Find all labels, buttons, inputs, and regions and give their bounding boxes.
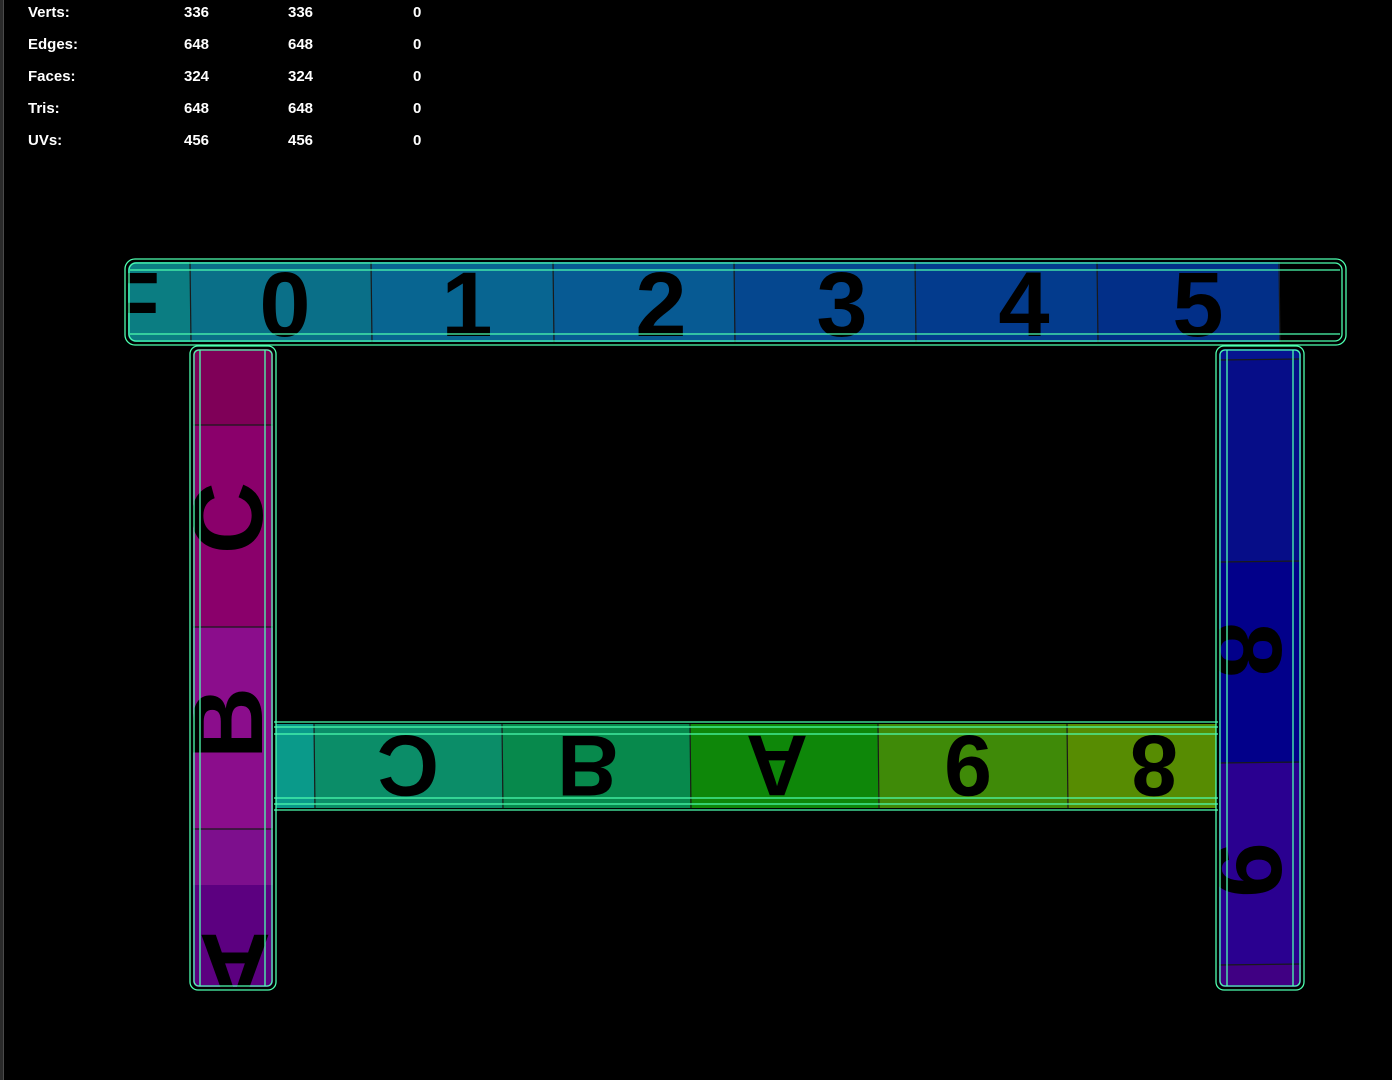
top-beam-wireframe <box>124 258 1347 346</box>
cross-beam-glyph: 8 <box>1130 717 1178 813</box>
left-leg[interactable]: C B A <box>172 349 284 1025</box>
right-leg-glyph: 9 <box>1190 842 1302 898</box>
cross-beam-wireframe <box>274 721 1218 811</box>
stats-row-edges: Edges: 648 648 0 <box>28 32 448 64</box>
uv-seam <box>1219 560 1301 563</box>
stats-value-visible: 336 <box>288 4 314 21</box>
stats-value-selected: 0 <box>413 36 422 53</box>
uv-seam <box>733 262 736 342</box>
right-leg-segment <box>1219 763 1301 966</box>
stats-value-selected: 0 <box>413 132 422 149</box>
top-beam-segment <box>734 262 916 342</box>
top-beam-glyph: F <box>104 254 160 356</box>
stats-label: Verts: <box>28 4 70 21</box>
cross-beam-glyph: C <box>377 717 439 813</box>
stats-value-selected: 0 <box>413 4 422 21</box>
stats-value-total: 456 <box>184 132 210 149</box>
right-leg-glyph: 7 <box>1122 412 1234 468</box>
uv-seam <box>1219 358 1301 361</box>
top-beam-segment <box>1097 262 1280 342</box>
stats-row-faces: Faces: 324 324 0 <box>28 64 448 96</box>
left-leg-segment <box>193 829 273 886</box>
top-beam-glyph: 2 <box>635 254 686 356</box>
right-leg-wireframe <box>1215 345 1305 991</box>
cross-beam-segments <box>276 724 1216 808</box>
stats-value-total: 648 <box>184 100 210 117</box>
top-beam[interactable]: F 0 1 2 3 4 5 <box>104 254 1281 356</box>
top-beam-segments <box>128 262 1280 342</box>
left-leg-glyph: B <box>172 687 284 759</box>
left-leg-segment <box>193 885 273 987</box>
stats-label: UVs: <box>28 132 63 149</box>
left-leg-segment <box>193 627 273 830</box>
top-beam-glyph: 5 <box>1172 254 1223 356</box>
left-leg-glyph: A <box>199 913 271 1025</box>
stats-value-visible: 324 <box>288 68 314 85</box>
top-beam-segment <box>915 262 1098 342</box>
cross-beam-glyph: 9 <box>944 717 992 813</box>
stats-label: Edges: <box>28 36 79 53</box>
right-leg-glyph: 8 <box>1190 622 1302 678</box>
right-leg-segment <box>1219 360 1301 563</box>
stats-row-uvs: UVs: 456 456 0 <box>28 128 448 160</box>
uv-seam <box>1096 262 1099 342</box>
stats-value-visible: 456 <box>288 132 314 149</box>
right-leg-segments <box>1219 349 1301 987</box>
left-leg-glyph: C <box>172 482 284 554</box>
cross-beam[interactable]: C B A 9 8 <box>276 717 1217 813</box>
top-beam-segment <box>128 262 191 342</box>
top-beam-glyph: 1 <box>441 254 492 356</box>
right-leg-segment <box>1219 965 1301 987</box>
left-leg-segment <box>193 349 273 426</box>
uv-seam <box>914 262 917 342</box>
uv-seam <box>1219 761 1301 764</box>
right-leg-segment <box>1219 562 1301 764</box>
uv-seam <box>370 262 373 342</box>
uv-seam <box>313 724 316 808</box>
stats-value-selected: 0 <box>413 68 422 85</box>
stats-value-total: 336 <box>184 4 210 21</box>
uv-seam <box>1219 963 1301 966</box>
cross-beam-glyph: B <box>557 717 619 813</box>
scene-statistics-overlay: Verts: 336 336 0 Edges: 648 648 0 Faces:… <box>28 0 448 160</box>
cross-beam-segment <box>878 724 1068 808</box>
stats-value-selected: 0 <box>413 100 422 117</box>
cross-beam-segment <box>1067 724 1216 808</box>
cross-beam-segment <box>690 724 879 808</box>
left-leg-wireframe <box>189 345 277 991</box>
viewport-left-border <box>0 0 4 1080</box>
top-beam-glyph: 0 <box>259 254 310 356</box>
uv-seam <box>189 262 192 342</box>
top-beam-segment <box>190 262 372 342</box>
cross-beam-segment <box>276 724 315 808</box>
stats-value-visible: 648 <box>288 100 314 117</box>
uv-seam <box>877 724 880 808</box>
stats-row-verts: Verts: 336 336 0 <box>28 0 448 32</box>
stats-row-tris: Tris: 648 648 0 <box>28 96 448 128</box>
stats-label: Faces: <box>28 68 76 85</box>
top-beam-glyph: 4 <box>998 254 1049 356</box>
cross-beam-segment <box>502 724 691 808</box>
stats-value-total: 324 <box>184 68 210 85</box>
uv-seam <box>689 724 692 808</box>
left-leg-segments <box>193 349 273 987</box>
top-beam-glyph: 3 <box>816 254 867 356</box>
stats-value-total: 648 <box>184 36 210 53</box>
top-beam-segment <box>371 262 554 342</box>
right-leg-segment <box>1219 349 1301 361</box>
uv-seam <box>1066 724 1069 808</box>
cross-beam-segment <box>314 724 503 808</box>
stats-label: Tris: <box>28 100 60 117</box>
top-beam-segment <box>553 262 735 342</box>
right-leg[interactable]: 7 8 9 <box>1122 349 1302 988</box>
uv-seam <box>1278 262 1281 342</box>
uv-seam <box>552 262 555 342</box>
left-leg-segment <box>193 425 273 628</box>
cross-beam-glyph: A <box>746 717 808 813</box>
stats-value-visible: 648 <box>288 36 314 53</box>
uv-seam <box>501 724 504 808</box>
